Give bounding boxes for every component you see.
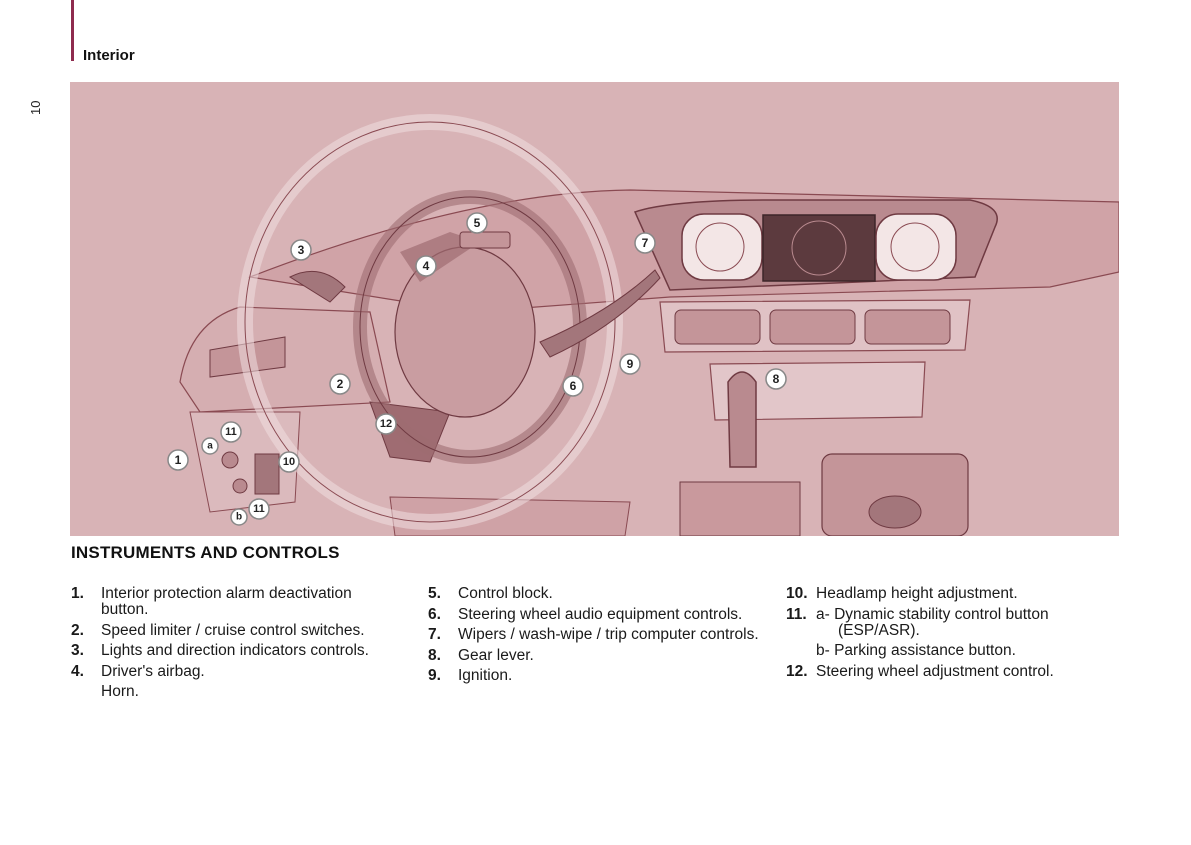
svg-text:11: 11	[253, 503, 265, 515]
svg-text:10: 10	[283, 456, 295, 468]
callout-8: 8	[765, 368, 787, 390]
legend-text: Interior protection alarm deactivation b…	[101, 585, 352, 618]
legend-item-6: 6. Steering wheel audio equipment contro…	[428, 605, 768, 623]
svg-text:2: 2	[337, 377, 344, 391]
svg-text:3: 3	[298, 243, 305, 257]
legend-item-8: 8. Gear lever.	[428, 646, 768, 664]
svg-text:5: 5	[474, 216, 481, 230]
svg-text:b: b	[236, 512, 242, 523]
callout-11b: 11	[248, 498, 270, 520]
legend-column-3: 10. Headlamp height adjustment. 11. a- D…	[786, 586, 1126, 684]
legend-number: 7.	[428, 626, 441, 643]
callout-6: 6	[562, 375, 584, 397]
legend-number: 4.	[71, 662, 84, 680]
legend-text-extra: Horn.	[101, 683, 139, 700]
legend-text-b: b- Parking assistance button.	[816, 642, 1016, 659]
svg-text:8: 8	[773, 372, 780, 386]
legend-text-a: a- Dynamic stability control button	[816, 605, 1049, 623]
legend-text: Headlamp height adjustment.	[816, 585, 1018, 602]
legend-text: Lights and direction indicators controls…	[101, 642, 369, 659]
svg-text:9: 9	[627, 357, 634, 371]
legend-item-3: 3. Lights and direction indicators contr…	[71, 643, 401, 659]
legend-number: 11.	[786, 605, 807, 623]
callout-4: 4	[415, 255, 437, 277]
legend-text: Steering wheel adjustment control.	[816, 662, 1054, 680]
callout-3: 3	[290, 239, 312, 261]
callout-1: 1	[167, 449, 189, 471]
callout-10: 10	[278, 451, 300, 473]
callout-12: 12	[375, 413, 397, 435]
legend-item-5: 5. Control block.	[428, 586, 768, 602]
callout-7: 7	[634, 232, 656, 254]
legend-number: 3.	[71, 642, 84, 659]
legend-text: Ignition.	[458, 667, 513, 684]
page-number: 10	[28, 100, 43, 115]
dashboard-drawing: 1 a 11 10 11 b 2 3	[167, 114, 1119, 536]
callout-a: a	[201, 437, 219, 455]
callout-5: 5	[466, 212, 488, 234]
svg-text:1: 1	[175, 453, 182, 467]
legend-number: 5.	[428, 585, 441, 602]
legend-column-1: 1. Interior protection alarm deactivatio…	[71, 586, 401, 705]
legend-number: 9.	[428, 667, 441, 684]
legend-item-4: 4. Driver's airbag. Horn.	[71, 662, 401, 701]
callout-2: 2	[329, 373, 351, 395]
legend-text: Steering wheel audio equipment controls.	[458, 605, 743, 623]
svg-text:a: a	[207, 441, 213, 452]
svg-text:12: 12	[380, 418, 392, 430]
legend-item-7: 7. Wipers / wash-wipe / trip computer co…	[428, 627, 768, 643]
legend-text: Speed limiter / cruise control switches.	[101, 621, 365, 639]
svg-text:7: 7	[642, 236, 649, 250]
legend-column-2: 5. Control block. 6. Steering wheel audi…	[428, 586, 768, 689]
svg-text:6: 6	[570, 379, 577, 393]
svg-text:11: 11	[225, 426, 237, 438]
legend-item-11: 11. a- Dynamic stability control button …	[786, 605, 1126, 660]
callout-9: 9	[619, 353, 641, 375]
legend-item-9: 9. Ignition.	[428, 668, 768, 684]
legend-number: 10.	[786, 585, 808, 602]
legend-text: Control block.	[458, 585, 553, 602]
header-accent-bar	[71, 0, 74, 61]
legend-text: Wipers / wash-wipe / trip computer contr…	[458, 626, 759, 643]
section-title: Interior	[83, 47, 135, 64]
legend-item-10: 10. Headlamp height adjustment.	[786, 586, 1126, 602]
callout-11a: 11	[220, 421, 242, 443]
svg-text:4: 4	[423, 259, 430, 273]
legend-item-1: 1. Interior protection alarm deactivatio…	[71, 586, 401, 618]
legend-text: Gear lever.	[458, 646, 534, 664]
legend-item-12: 12. Steering wheel adjustment control.	[786, 662, 1126, 680]
legend-number: 12.	[786, 662, 808, 680]
legend-number: 1.	[71, 585, 84, 602]
legend-text: Driver's airbag.	[101, 662, 205, 680]
legend-number: 8.	[428, 646, 441, 664]
legend-item-2: 2. Speed limiter / cruise control switch…	[71, 621, 401, 639]
legend-text-a-cont: (ESP/ASR).	[838, 621, 920, 639]
dashboard-illustration: 1 a 11 10 11 b 2 3	[70, 82, 1119, 536]
section-heading: INSTRUMENTS AND CONTROLS	[71, 543, 340, 562]
legend-number: 2.	[71, 621, 84, 639]
legend-number: 6.	[428, 605, 441, 623]
callout-b: b	[230, 508, 248, 526]
